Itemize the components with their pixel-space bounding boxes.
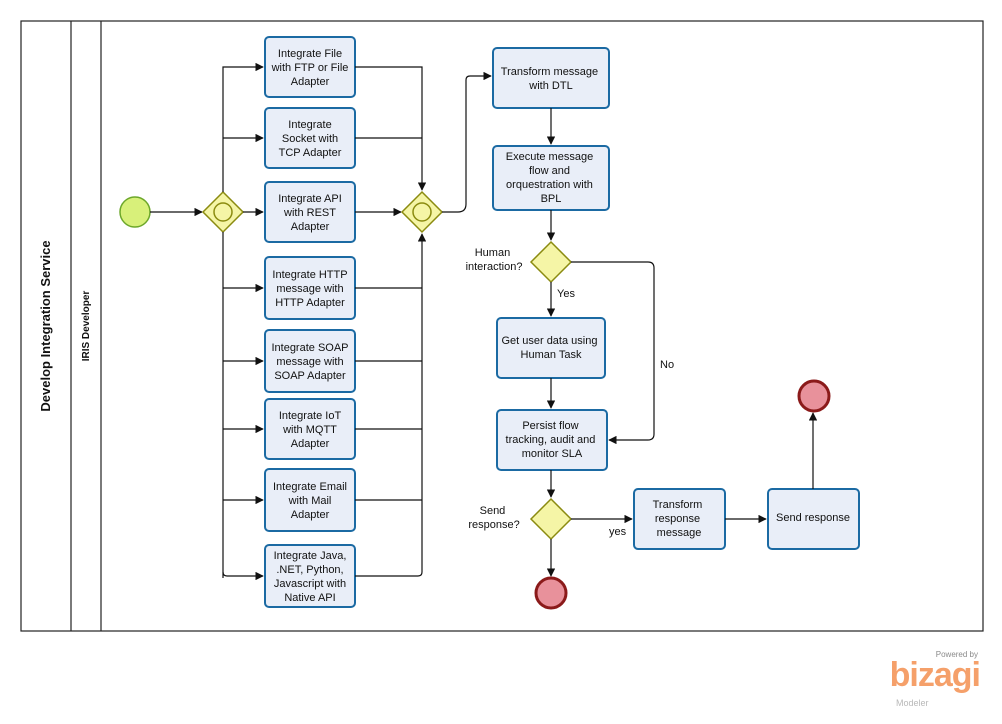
flow-file-merge bbox=[355, 66, 427, 191]
flow-merge-to-transform bbox=[442, 71, 492, 213]
product-name: Modeler bbox=[896, 698, 929, 708]
powered-by-text: Powered by bbox=[935, 650, 978, 659]
transform-message-task[interactable]: Transform message with DTL bbox=[492, 47, 610, 109]
end-event-no-response[interactable] bbox=[534, 576, 568, 610]
transform-response-label: Transform response message bbox=[653, 499, 706, 539]
integrate-native-api-label: Integrate Java,.NET, Python,Javascript w… bbox=[274, 550, 347, 604]
start-event[interactable] bbox=[119, 196, 151, 228]
end-event-response-sent[interactable] bbox=[797, 379, 831, 413]
no-label-human: No bbox=[660, 359, 674, 371]
transform-response-task[interactable]: Transform response message bbox=[633, 488, 726, 550]
yes-label-human: Yes bbox=[557, 288, 575, 300]
yes-label-send: yes bbox=[609, 526, 627, 538]
execute-bpl-task[interactable]: Execute message flow and orquestration w… bbox=[492, 145, 610, 211]
lane-title: IRIS Developer bbox=[81, 291, 92, 362]
flow-native-merge bbox=[355, 233, 427, 577]
brand-name: bizagi bbox=[889, 656, 981, 694]
persist-flow-label: Persist flow tracking, audit and monitor… bbox=[506, 420, 599, 460]
merge-gateway[interactable] bbox=[400, 190, 444, 234]
flow-human-no bbox=[571, 261, 655, 445]
get-user-data-label: Get user data using Human Task bbox=[501, 335, 600, 361]
get-user-data-task[interactable]: Get user data using Human Task bbox=[496, 317, 606, 379]
send-response-task[interactable]: Send response bbox=[767, 488, 860, 550]
transform-message-label: Transform message with DTL bbox=[501, 66, 601, 92]
flow-split-native bbox=[222, 571, 264, 581]
pool-title: Develop Integration Service bbox=[38, 240, 53, 411]
bizagi-logo: Powered by bizagi Modeler bbox=[889, 650, 981, 712]
flow-split-file bbox=[222, 62, 264, 192]
persist-flow-task[interactable]: Persist flow tracking, audit and monitor… bbox=[496, 409, 608, 471]
send-response-question: Send response? bbox=[468, 505, 519, 531]
split-gateway[interactable] bbox=[201, 190, 245, 234]
send-response-label: Send response bbox=[776, 512, 850, 524]
human-interaction-question: Human interaction? bbox=[466, 247, 523, 273]
integrate-native-api-task[interactable]: Integrate Java,.NET, Python,Javascript w… bbox=[264, 544, 356, 608]
execute-bpl-label: Execute message flow and orquestration w… bbox=[506, 151, 597, 205]
